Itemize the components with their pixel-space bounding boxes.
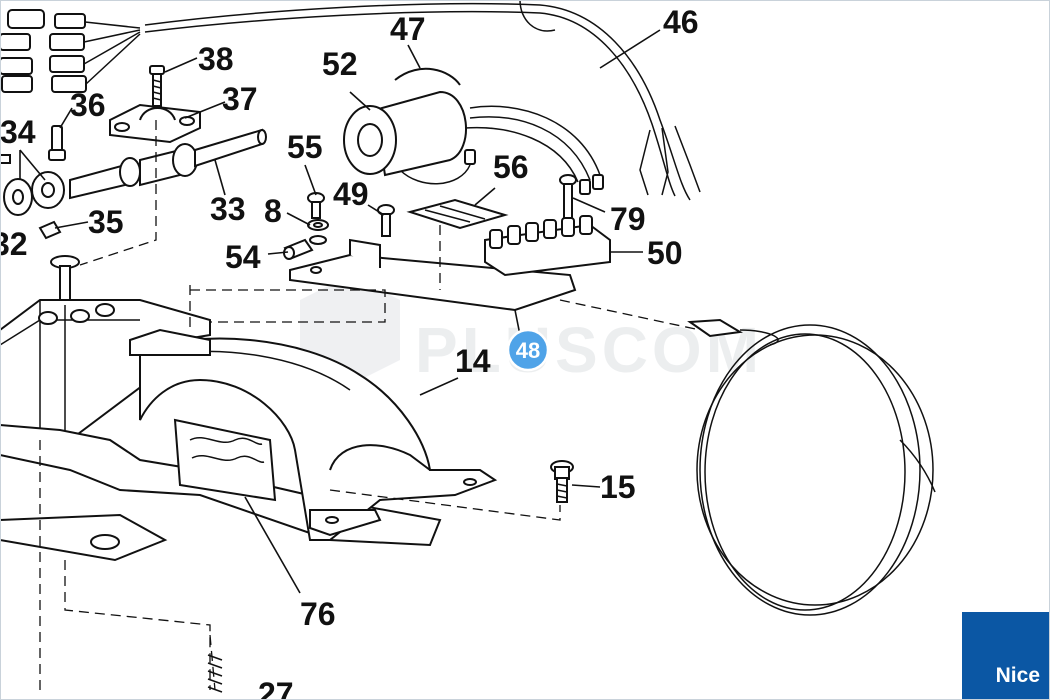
label-76[interactable]: 76 [300,596,336,632]
label-38[interactable]: 38 [198,41,234,77]
label-55[interactable]: 55 [287,129,323,165]
label-47[interactable]: 47 [390,11,426,47]
spacer-54[interactable] [283,238,314,260]
cable-46[interactable] [144,0,701,201]
cover-14[interactable] [129,328,498,541]
label-14[interactable]: 14 [455,343,491,379]
hotspot-label[interactable]: 48 [516,338,540,363]
bracket-48[interactable] [289,238,577,312]
shaft-33[interactable] [69,128,267,200]
warning-label-76[interactable] [173,418,277,502]
terminal-plate-56[interactable] [406,198,509,230]
gasket[interactable] [0,513,168,562]
label-49[interactable]: 49 [333,176,369,212]
brand-logo-text: Nice [995,664,1040,687]
nut-35[interactable] [38,220,62,240]
label-46[interactable]: 46 [663,4,699,40]
release-pin-32[interactable] [50,255,80,332]
label-27[interactable]: 27 [258,676,294,700]
screw-79[interactable] [559,174,577,219]
screw-55[interactable] [307,192,325,219]
hotspot-circle[interactable] [506,328,550,372]
screw-49[interactable] [377,204,395,237]
screw-15[interactable] [550,460,574,503]
screw-36[interactable] [48,125,66,161]
sensor-cable-coil[interactable] [687,318,936,616]
label-15[interactable]: 15 [600,469,636,505]
label-36[interactable]: 36 [70,87,106,123]
clamp-37[interactable] [109,103,201,144]
label-56[interactable]: 56 [493,149,529,185]
ring-47[interactable] [394,67,471,185]
label-37[interactable]: 37 [222,81,258,117]
terminal-block-50[interactable] [484,215,611,277]
hotspot-48[interactable]: 48 [506,328,550,372]
label-33[interactable]: 33 [210,191,246,227]
screw-38[interactable] [149,65,165,107]
spring-27[interactable] [207,654,223,693]
label-32[interactable]: 32 [0,226,28,262]
label-50[interactable]: 50 [647,235,683,271]
label-35[interactable]: 35 [88,204,124,240]
part-number-labels: 46 47 52 38 37 36 34 35 33 32 55 56 8 49… [0,4,699,700]
gears-34[interactable] [0,154,65,216]
terminal-connectors[interactable] [0,9,141,93]
label-54[interactable]: 54 [225,239,261,275]
coil-52[interactable] [343,90,604,195]
label-79[interactable]: 79 [610,201,646,237]
label-52[interactable]: 52 [322,46,358,82]
label-8[interactable]: 8 [264,193,282,229]
nice-logo: Nice [962,612,1050,700]
label-34[interactable]: 34 [0,114,36,150]
alignment-lines [39,120,701,691]
washer-8[interactable] [307,219,329,245]
